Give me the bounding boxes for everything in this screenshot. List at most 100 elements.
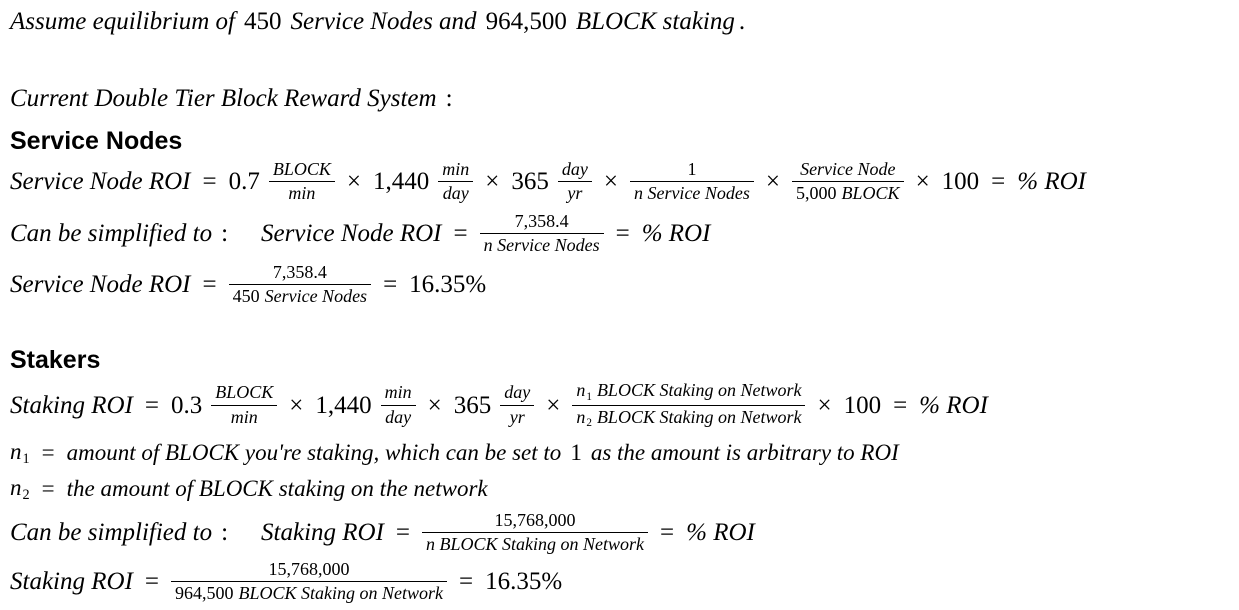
- intro-text-staking: BLOCK staking: [575, 8, 735, 35]
- unit-yr: yr: [567, 183, 583, 204]
- fraction-per-node: 1 n Service Nodes: [629, 159, 754, 204]
- n-service-nodes: n Service Nodes: [483, 234, 600, 255]
- intro-text-and: Service Nodes and: [290, 8, 477, 35]
- evaluated-count: 964,500: [175, 583, 234, 604]
- unit-min: min: [384, 382, 412, 403]
- fraction-numerator: n1 BLOCK Staking on Network: [572, 380, 805, 404]
- staking-on-network-text: BLOCK Staking on Network: [596, 380, 802, 401]
- fraction-numerator: 1: [630, 159, 754, 181]
- n1-variable: n1: [10, 438, 30, 469]
- simplified-numerator: 7,358.4: [272, 262, 327, 283]
- fraction-block-per-min: BLOCK min: [211, 382, 278, 428]
- evaluated-label: Service Nodes: [264, 286, 368, 307]
- fraction-numerator: day: [500, 382, 534, 404]
- reward-coefficient: 0.7: [228, 168, 260, 196]
- colon: :: [445, 85, 453, 113]
- equals-sign: =: [144, 568, 159, 596]
- fraction-numerator: 15,768,000: [422, 510, 648, 532]
- collateral-amount: 5,000: [796, 183, 837, 204]
- equals-sign: =: [383, 271, 398, 299]
- fraction-denominator: 5,000 BLOCK: [792, 181, 904, 204]
- equals-sign: =: [41, 475, 55, 501]
- service-node-evaluated-line: Service Node ROI = 7,358.4 450 Service N…: [10, 262, 1235, 307]
- multiply-sign: ×: [603, 168, 618, 196]
- service-node-roi-formula: Service Node ROI = 0.7 BLOCK min × 1,440…: [10, 159, 1235, 204]
- roi-result: 16.35%: [485, 568, 563, 596]
- n1-definition-text: amount of BLOCK you're staking, which ca…: [66, 439, 562, 465]
- simplified-numerator: 15,768,000: [268, 559, 350, 580]
- fraction-simplified: 7,358.4 n Service Nodes: [479, 210, 604, 256]
- fraction-denominator: n BLOCK Staking on Network: [422, 531, 649, 555]
- fraction-evaluated: 15,768,000 964,500 BLOCK Staking on Netw…: [171, 559, 448, 604]
- fraction-denominator: 450 Service Nodes: [228, 284, 372, 307]
- equals-sign: =: [453, 219, 468, 247]
- formula-lhs: Service Node ROI: [10, 271, 191, 299]
- n-service-nodes: n Service Nodes: [633, 183, 750, 204]
- n-base: n: [576, 380, 586, 401]
- service-node-text: Service Node: [800, 159, 896, 180]
- multiply-sign: ×: [546, 391, 561, 419]
- formula-lhs: Staking ROI: [10, 568, 133, 596]
- fraction-numerator: day: [558, 159, 592, 181]
- colon: :: [221, 518, 229, 546]
- formula-lhs: Service Node ROI: [261, 219, 442, 247]
- equals-sign: =: [660, 518, 675, 546]
- unit-block: BLOCK: [841, 183, 900, 204]
- fraction-numerator: BLOCK: [269, 159, 335, 181]
- unit-min: min: [442, 159, 470, 180]
- fraction-numerator: Service Node: [792, 159, 904, 181]
- stakers-heading: Stakers: [10, 345, 101, 374]
- fraction-denominator: day: [380, 404, 416, 428]
- unit-block: BLOCK: [215, 382, 274, 403]
- multiply-sign: ×: [915, 168, 930, 196]
- fraction-numerator: min: [438, 159, 473, 181]
- constant-one: 1: [687, 159, 697, 180]
- fraction-numerator: 7,358.4: [229, 262, 371, 284]
- fraction-denominator: min: [211, 404, 278, 428]
- staking-simplified-line: Can be simplified to : Staking ROI = 15,…: [10, 510, 1235, 555]
- minutes-per-day: 1,440: [372, 168, 430, 196]
- fraction-numerator: BLOCK: [211, 382, 277, 404]
- fraction-denominator: yr: [500, 404, 535, 428]
- formula-lhs: Service Node ROI: [10, 168, 191, 196]
- unit-block: BLOCK: [272, 159, 331, 180]
- n2-definition-line: n2 = the amount of BLOCK staking on the …: [10, 474, 1235, 505]
- multiply-sign: ×: [485, 168, 500, 196]
- fraction-min-per-day: min day: [380, 382, 416, 428]
- equals-sign: =: [202, 168, 217, 196]
- equals-sign: =: [202, 271, 217, 299]
- service-nodes-heading: Service Nodes: [10, 126, 183, 155]
- fraction-numerator: 15,768,000: [171, 559, 447, 581]
- fraction-denominator: 964,500 BLOCK Staking on Network: [171, 581, 448, 604]
- fraction-denominator: yr: [557, 181, 592, 204]
- simplified-label: Can be simplified to: [10, 518, 213, 546]
- intro-period: .: [738, 8, 746, 35]
- fraction-evaluated: 7,358.4 450 Service Nodes: [228, 262, 372, 307]
- minutes-per-day: 1,440: [315, 391, 372, 419]
- n-base: n: [10, 474, 22, 500]
- system-title: Current Double Tier Block Reward System: [10, 85, 437, 113]
- n2-variable: n2: [10, 474, 30, 505]
- multiply-sign: ×: [289, 391, 304, 419]
- system-title-line: Current Double Tier Block Reward System …: [10, 83, 1235, 114]
- equals-sign: =: [893, 391, 908, 419]
- n1-definition-one: 1: [570, 439, 582, 465]
- simplified-numerator: 7,358.4: [514, 210, 569, 231]
- intro-node-count: 450: [244, 8, 282, 35]
- n-base: n: [576, 406, 586, 427]
- equals-sign: =: [41, 439, 55, 465]
- unit-min: min: [230, 406, 258, 427]
- n-block-staking: n BLOCK Staking on Network: [426, 533, 645, 554]
- reward-coefficient: 0.3: [171, 391, 203, 419]
- unit-day: day: [561, 159, 588, 180]
- fraction-denominator: min: [268, 181, 335, 204]
- unit-day: day: [504, 382, 531, 403]
- equals-sign: =: [459, 568, 474, 596]
- multiply-sign: ×: [346, 168, 361, 196]
- percent-roi: % ROI: [919, 391, 988, 419]
- fraction-denominator: n Service Nodes: [629, 181, 754, 204]
- equals-sign: =: [991, 168, 1006, 196]
- multiply-sign: ×: [427, 391, 442, 419]
- unit-day: day: [442, 183, 469, 204]
